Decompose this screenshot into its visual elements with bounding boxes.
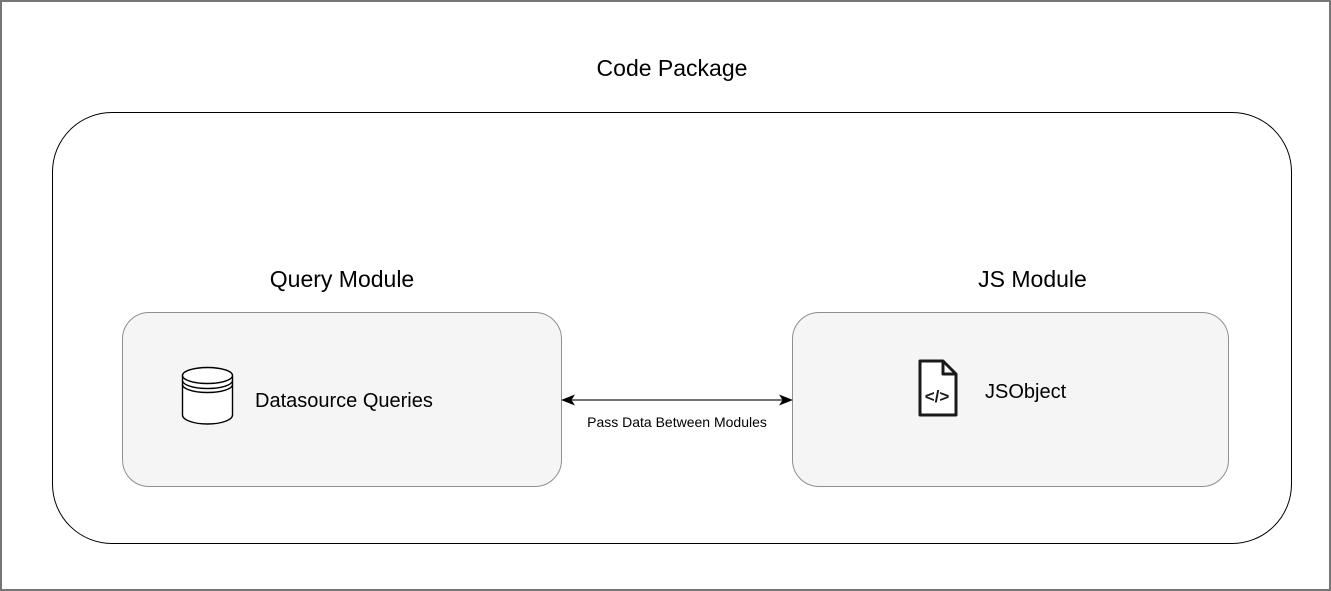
code-glyph: </> (925, 387, 950, 406)
js-module-node (792, 312, 1229, 487)
code-file-icon: </> (918, 359, 958, 417)
js-module-label: JS Module (978, 266, 1087, 292)
arrow-label: Pass Data Between Modules (587, 414, 767, 430)
code-package-container (52, 112, 1292, 544)
js-module-node-label: JSObject (985, 381, 1067, 403)
database-icon (181, 366, 234, 425)
diagram-title: Code Package (596, 55, 748, 81)
query-module-label: Query Module (269, 266, 415, 292)
query-module-node-label: Datasource Queries (255, 390, 433, 412)
bidirectional-arrow (561, 394, 793, 406)
